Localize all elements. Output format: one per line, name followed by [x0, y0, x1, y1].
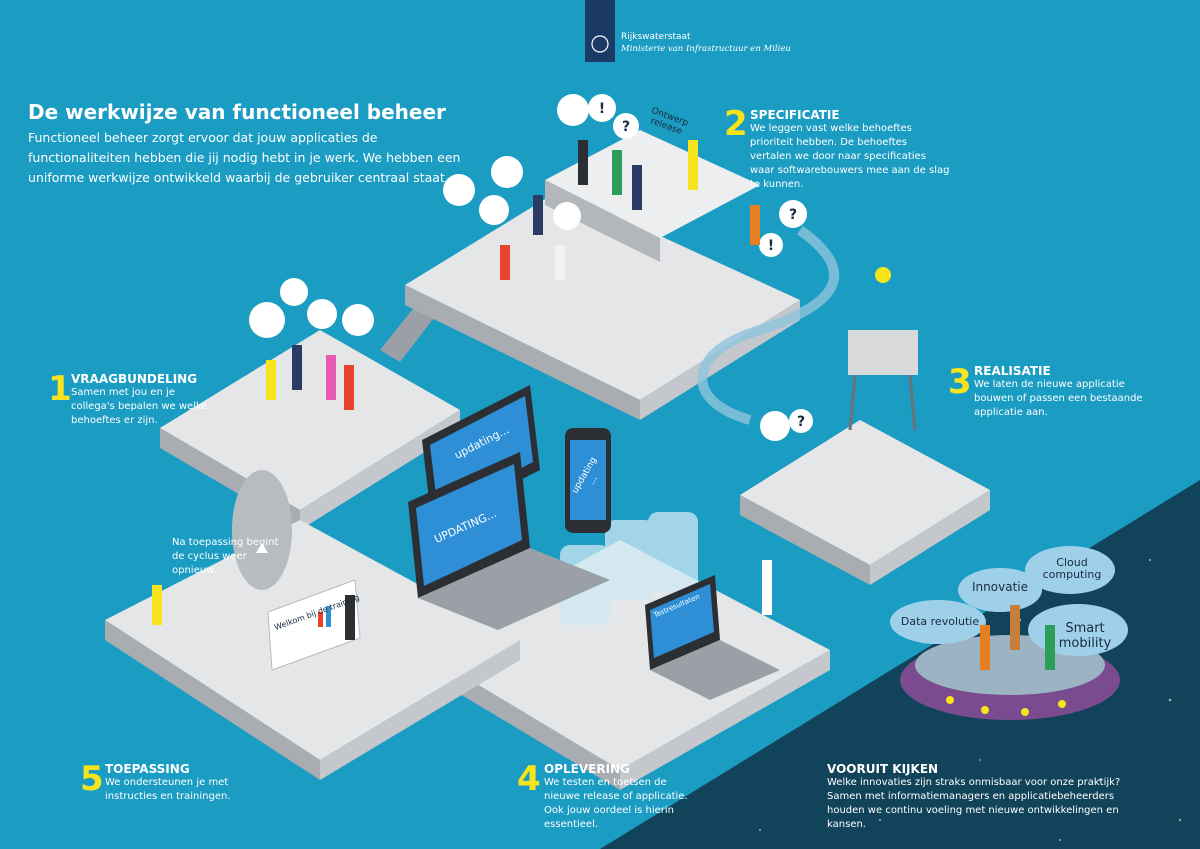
clouds — [890, 546, 1128, 656]
question-icon — [613, 113, 639, 139]
logo-bar — [585, 0, 615, 62]
crest-icon — [591, 35, 609, 53]
svg-text:?: ? — [789, 207, 797, 223]
cycle-note: Na toepassing begint de cyclus weer opni… — [172, 537, 279, 576]
phone — [565, 428, 611, 533]
step-3-text: We laten de nieuwe applicatie bouwen of … — [974, 379, 1143, 418]
page-title: De werkwijze van functioneel beheer — [28, 100, 446, 124]
svg-text:?: ? — [622, 119, 630, 135]
step-4-title: OPLEVERING — [544, 762, 630, 776]
escalator — [380, 300, 440, 362]
printer-icon — [249, 302, 285, 338]
up-arrow-icon — [256, 543, 268, 553]
step-1-text: Samen met jou en je collega's bepalen we… — [71, 387, 208, 426]
step-2-text: We leggen vast welke behoeftes prioritei… — [750, 123, 950, 190]
test-laptop — [645, 575, 780, 700]
step-5-number: 5 — [80, 759, 104, 799]
cloud-label-data-revolutie: Data revolutie — [900, 615, 980, 628]
laptop — [408, 452, 610, 630]
future-title: VOORUIT KIJKEN — [827, 762, 939, 776]
future-text: Welke innovaties zijn straks onmisbaar v… — [827, 777, 1121, 830]
svg-text:!: ! — [768, 238, 774, 254]
cloud-label-smart-mobility: Smart mobility — [1058, 621, 1112, 651]
org-name: Rijkswaterstaat — [621, 32, 691, 42]
floppy-icon — [307, 299, 337, 329]
step-3-title: REALISATIE — [974, 364, 1051, 378]
cloud-label-innovatie: Innovatie — [972, 580, 1028, 594]
step-4-text: We testen en toetsen de nieuwe release o… — [544, 777, 688, 830]
people — [152, 140, 1055, 670]
step-2-title: SPECIFICATIE — [750, 108, 840, 122]
spiral-stair — [232, 470, 292, 590]
step-2-number: 2 — [724, 104, 748, 144]
step-1-number: 1 — [48, 369, 72, 409]
pipe — [697, 225, 840, 425]
platform-2 — [405, 130, 800, 420]
step-5-text: We ondersteunen je met instructies en tr… — [105, 777, 231, 802]
step-1-title: VRAAGBUNDELING — [71, 372, 198, 386]
training-board — [267, 579, 361, 671]
speech-bubbles — [249, 94, 891, 441]
svg-text:?: ? — [797, 414, 805, 430]
platform-3 — [740, 420, 990, 585]
intro-text: Functioneel beheer zorgt ervoor dat jouw… — [28, 130, 461, 185]
document-icon — [342, 304, 374, 336]
ministry-name: Ministerie van Infrastructuur en Milieu — [621, 44, 791, 54]
megaphone-icon — [875, 267, 891, 283]
stars — [759, 559, 1182, 841]
watch-tower — [848, 330, 918, 431]
cloud-label-cloud-computing: Cloud computing — [1042, 556, 1102, 581]
exclamation-icon — [588, 94, 616, 122]
step-3-number: 3 — [948, 362, 972, 402]
clock-icon — [280, 278, 308, 306]
thumbs-up-icon — [557, 94, 589, 126]
step-4-number: 4 — [517, 759, 541, 799]
step-5-title: TOEPASSING — [105, 762, 190, 776]
svg-text:!: ! — [599, 101, 605, 117]
